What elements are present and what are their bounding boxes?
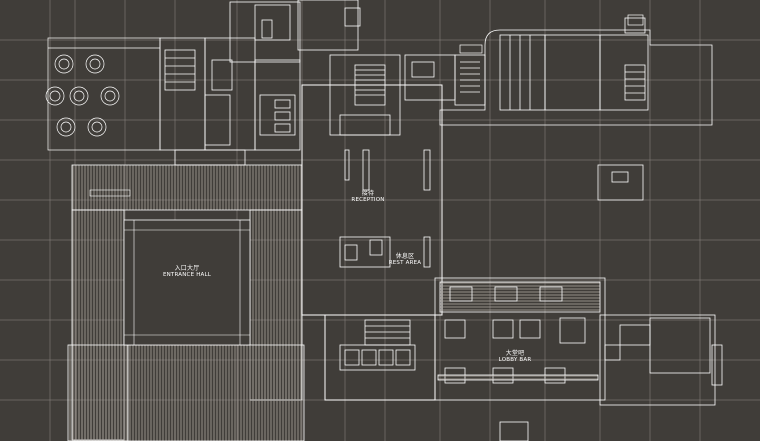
- lobby-bar-en: LOBBY BAR: [498, 357, 532, 363]
- entrance-hall-en: ENTRANCE HALL: [162, 272, 212, 278]
- lobby-bar-cn: 大堂吧: [505, 350, 525, 357]
- round-tables: [45, 54, 120, 137]
- elevator-lobby: [339, 319, 416, 371]
- lobby-frame: [301, 84, 443, 401]
- east-service-block: [499, 314, 723, 441]
- perimeter-marks: [459, 14, 644, 54]
- service-rooms: [159, 0, 361, 166]
- label-lobby-bar: 大堂吧 LOBBY BAR: [495, 350, 535, 364]
- lobby-bar-area: [434, 277, 606, 401]
- label-reception: 接待 RECEPTION: [343, 190, 393, 204]
- plaza-feature: [597, 164, 644, 201]
- rest-area-en: REST AREA: [388, 260, 422, 266]
- stair-core: [329, 54, 486, 136]
- reception-en: RECEPTION: [351, 197, 385, 203]
- restroom-wing: [439, 17, 713, 126]
- banquet-area: [45, 37, 161, 151]
- label-rest-area: 休息区 REST AREA: [385, 253, 425, 267]
- label-entrance-hall: 入口大厅 ENTRANCE HALL: [155, 265, 219, 279]
- reception-cn: 接待: [361, 190, 375, 197]
- entrance-hall-cn: 入口大厅: [174, 265, 200, 272]
- rest-area-cn: 休息区: [395, 253, 415, 260]
- reception-furniture: [339, 149, 431, 268]
- entrance-canopy: [67, 164, 305, 441]
